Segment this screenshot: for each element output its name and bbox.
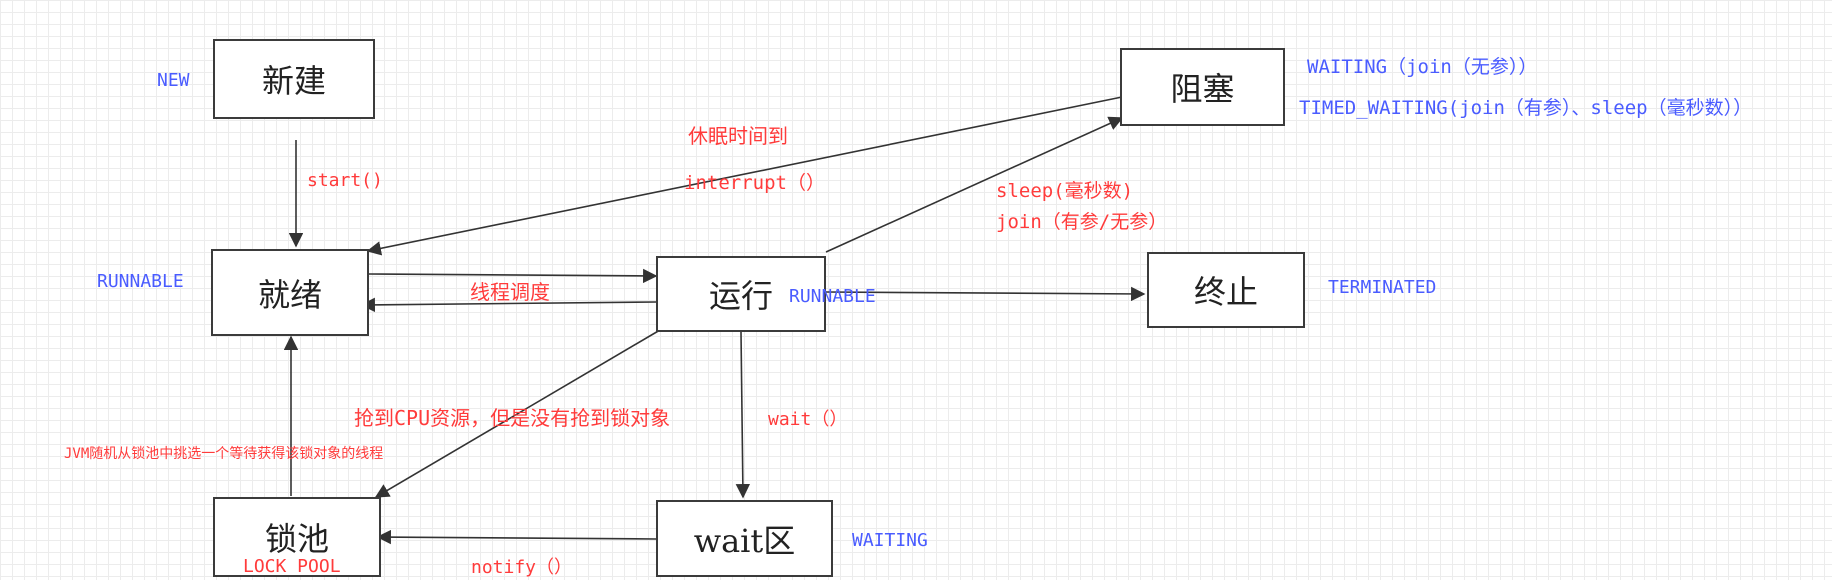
edge-wait-area-to-lock-pool — [376, 529, 657, 545]
node-blocked: 阻塞 — [1120, 48, 1285, 126]
edge-running-to-blocked — [825, 116, 1124, 253]
state-label-terminated: TERMINATED — [1328, 277, 1437, 298]
node-lock-pool: 锁池 — [213, 497, 381, 577]
transition-label-wait: wait（） — [768, 409, 848, 430]
node-runnable: 就绪 — [211, 249, 369, 336]
transition-label-start: start() — [307, 170, 383, 191]
node-new: 新建 — [213, 39, 375, 119]
state-label-blocked-waiting: WAITING（join（无参）） — [1307, 56, 1538, 78]
transition-label-schedule: 线程调度 — [470, 280, 550, 304]
transition-label-grab-cpu-no-lock: 抢到CPU资源，但是没有抢到锁对象 — [354, 406, 671, 430]
edge-runnable-to-running — [367, 268, 658, 284]
state-label-running: RUNNABLE — [789, 286, 876, 307]
transition-label-join: join（有参/无参） — [996, 211, 1168, 233]
transition-label-interrupt: interrupt（） — [684, 172, 825, 194]
transition-label-jvm-pick: JVM随机从锁池中挑选一个等待获得该锁对象的线程 — [64, 446, 384, 462]
state-label-lock-pool: LOCK POOL — [243, 556, 341, 577]
state-label-waiting: WAITING — [852, 530, 928, 551]
state-label-blocked-timed-waiting: TIMED_WAITING(join（有参）、sleep（毫秒数）） — [1299, 97, 1753, 119]
edge-blocked-to-runnable — [366, 96, 1123, 256]
state-label-runnable: RUNNABLE — [97, 271, 184, 292]
state-label-new: NEW — [157, 70, 190, 91]
node-wait-area: wait区 — [656, 500, 833, 577]
edge-running-to-runnable — [360, 297, 657, 313]
transition-label-notify: notify（） — [471, 557, 573, 578]
edge-running-to-wait-area — [735, 331, 751, 499]
edge-running-to-lock-pool — [374, 329, 661, 498]
node-terminated: 终止 — [1147, 252, 1305, 328]
transition-label-sleep-timeout: 休眠时间到 — [688, 124, 788, 148]
node-running: 运行 — [656, 256, 826, 332]
edge-running-to-terminated — [825, 286, 1146, 302]
transition-label-sleep: sleep(毫秒数) — [996, 180, 1134, 202]
